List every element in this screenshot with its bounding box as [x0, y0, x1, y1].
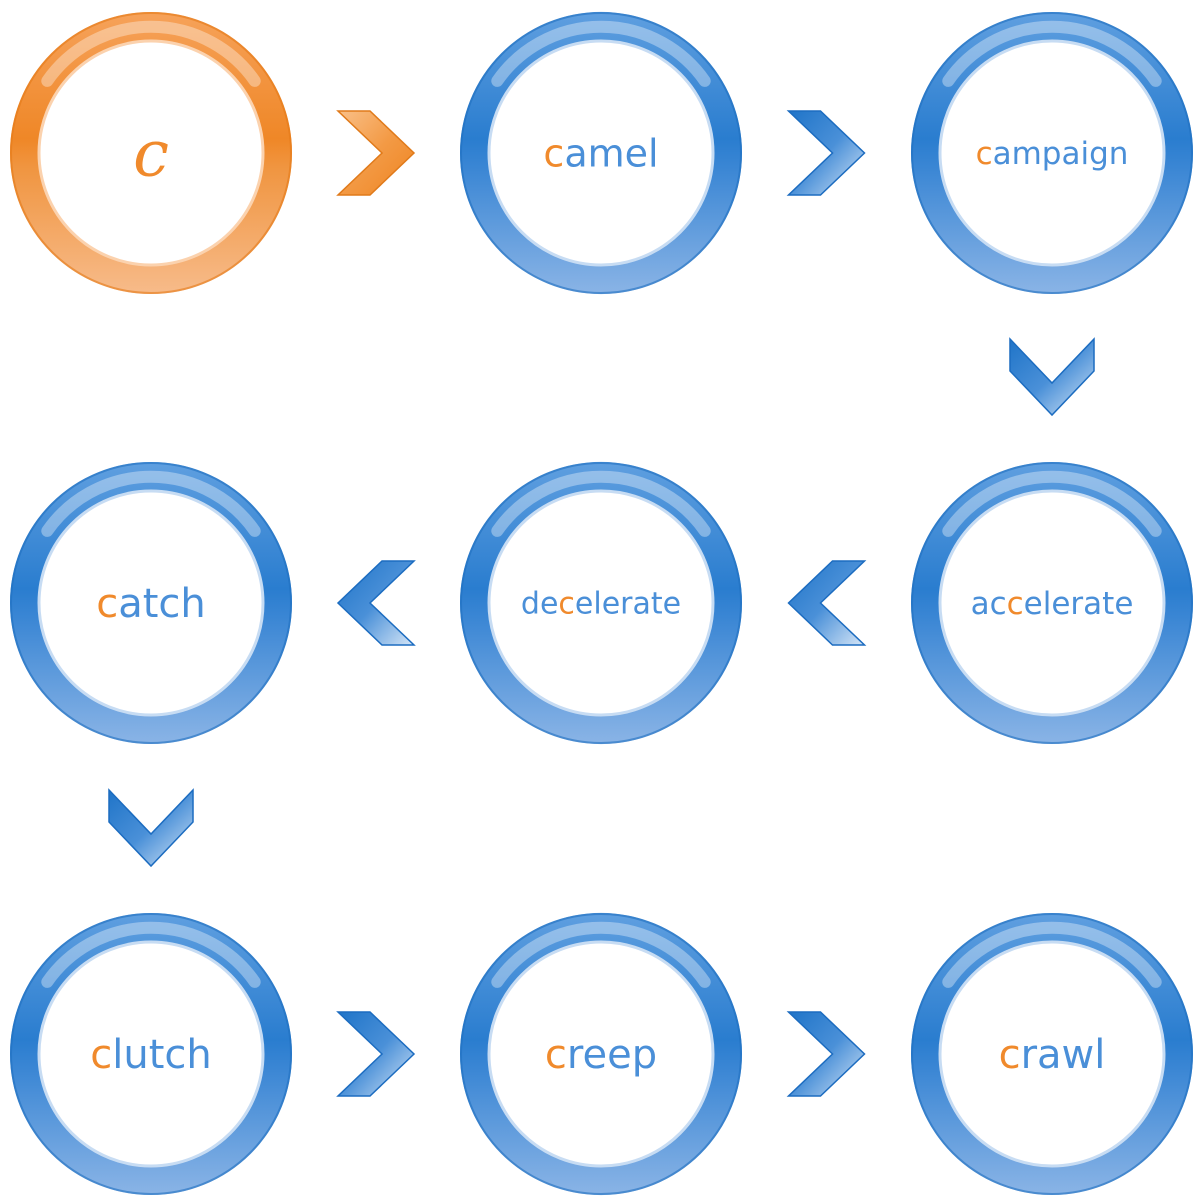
arrow-right-icon	[786, 110, 866, 196]
node-outline	[911, 12, 1193, 294]
ring-gloss	[491, 470, 711, 537]
ring-gloss	[942, 20, 1162, 87]
label-highlight: c	[999, 1032, 1021, 1078]
node-campaign: campaign	[911, 12, 1193, 294]
label-suffix: atch	[118, 581, 206, 627]
node-camel: camel	[459, 11, 742, 295]
node-inner	[37, 489, 265, 717]
label-highlight: c	[543, 131, 564, 175]
arrow-left-icon	[787, 560, 867, 646]
label-prefix: ac	[971, 586, 1007, 622]
label-suffix: amel	[564, 131, 658, 175]
node-outline	[460, 12, 742, 294]
node-inner	[487, 940, 715, 1168]
label-suffix: reep	[567, 1032, 657, 1078]
node-outline	[911, 913, 1193, 1195]
label-highlight: c	[1007, 586, 1024, 622]
ring-gloss	[41, 470, 261, 537]
node-outline	[10, 913, 292, 1195]
ring-gloss	[942, 470, 1162, 537]
node-label: catch	[96, 581, 206, 627]
node-outline	[10, 12, 292, 294]
node-label: accelerate	[971, 586, 1134, 622]
arrow-down-icon	[1009, 337, 1095, 417]
node-label: c	[133, 117, 169, 191]
label-highlight: c	[90, 1032, 112, 1078]
node-inner	[938, 489, 1166, 717]
node-outline	[911, 462, 1193, 744]
node-label: decelerate	[521, 587, 681, 622]
arrow-left-icon	[336, 560, 416, 646]
node-label: camel	[543, 131, 658, 175]
arrow-right-icon	[786, 1011, 866, 1097]
node-label: clutch	[90, 1032, 212, 1078]
label-highlight: c	[96, 581, 118, 627]
node-c: c	[9, 11, 293, 295]
ring-gloss	[491, 20, 711, 87]
label-highlight: c	[558, 587, 575, 622]
node-crawl: crawl	[911, 913, 1193, 1195]
node-catch: catch	[9, 461, 293, 745]
label-suffix: elerate	[575, 587, 681, 622]
node-inner	[938, 39, 1166, 267]
node-creep: creep	[459, 912, 742, 1196]
label-suffix: lutch	[112, 1032, 212, 1078]
ring-gloss	[41, 921, 261, 988]
arrow-down-icon	[108, 788, 194, 868]
node-label: campaign	[976, 136, 1129, 172]
ring-gloss	[942, 921, 1162, 988]
node-inner	[37, 940, 265, 1168]
node-inner	[37, 39, 265, 267]
label-prefix: de	[521, 587, 559, 622]
arrow-right-icon	[336, 110, 416, 196]
node-inner	[487, 39, 715, 267]
label-suffix: elerate	[1024, 586, 1134, 622]
label-suffix: ampaign	[993, 136, 1129, 172]
label-suffix: rawl	[1021, 1032, 1106, 1078]
node-label: crawl	[999, 1032, 1106, 1078]
node-accelerate: accelerate	[911, 462, 1193, 744]
node-outline	[460, 913, 742, 1195]
ring-gloss	[491, 921, 711, 988]
arrow-right-icon	[336, 1011, 416, 1097]
node-outline	[460, 462, 742, 744]
ring-gloss	[41, 20, 261, 87]
node-label: creep	[545, 1032, 657, 1078]
label-highlight: c	[545, 1032, 567, 1078]
node-inner	[938, 940, 1166, 1168]
label-highlight: c	[976, 136, 993, 172]
label-highlight: c	[133, 117, 169, 191]
node-clutch: clutch	[9, 912, 293, 1196]
node-inner	[487, 489, 715, 717]
node-decelerate: decelerate	[459, 461, 742, 745]
node-outline	[10, 462, 292, 744]
